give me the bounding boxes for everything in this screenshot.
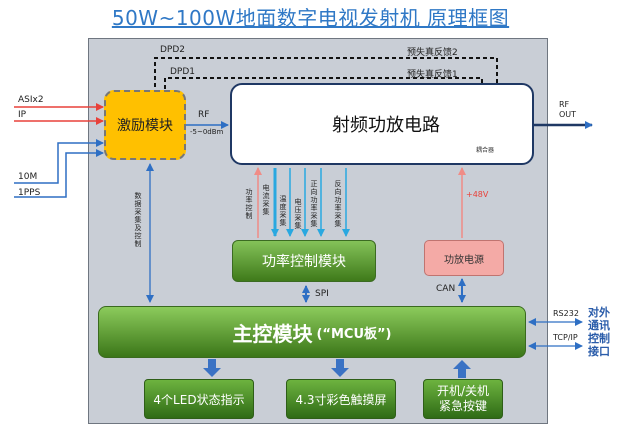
asi-label: ASIx2 [18,95,44,105]
rf-label: RF [198,110,210,120]
rf-level-label: -5~0dBm [190,128,224,136]
power-button-line1: 开机/关机 [436,384,490,398]
exciter-module: 激励模块 [104,90,186,160]
power-ctrl-signal-label: 功率控制 [245,188,253,220]
led-arrow [203,359,221,377]
page-title: 50W~100W地面数字电视发射机 原理框图 [111,6,510,30]
led-indicator-module: 4个LED状态指示 [144,379,254,419]
mcu-sub-label: (“MCU板”) [316,326,392,342]
dpd1-label: DPD1 [170,67,196,77]
fwd-power-sample-label: 正向功率采集 [310,180,318,228]
rev-power-sample-label: 反向功率采集 [334,180,342,228]
rf-amplifier-circuit: 射频功放电路 [230,83,534,165]
tcpip-label: TCP/IP [553,333,578,342]
external-interface-label: 对外 通讯 控制 接口 [588,306,610,358]
rf-out-label: RF OUT [559,100,577,119]
1pps-label: 1PPS [18,188,41,198]
spi-label: SPI [315,289,329,299]
10m-input-line [14,139,104,184]
temp-sample-label: 温度采集 [279,195,287,227]
touchscreen-module: 4.3寸彩色触摸屏 [286,379,396,419]
ip-label: IP [18,110,27,120]
dpd2-label: DPD2 [160,45,186,55]
10m-label: 10M [18,172,38,182]
current-sample-label: 电流采集 [262,184,270,216]
amp-power-supply: 功放电源 [424,240,504,276]
rs232-label: RS232 [553,309,579,318]
button-arrow [453,360,471,378]
touch-arrow [331,359,349,377]
v48-label: +48V [466,190,489,199]
1pps-input-line [14,149,104,198]
rf-amplifier-label: 射频功放电路 [332,115,440,136]
dpd2-loop [151,57,498,111]
power-button-line2: 紧急按键 [438,399,487,413]
predistort1-label: 预失真反馈1 [407,70,458,80]
power-control-module: 功率控制模块 [232,240,376,282]
power-button-module: 开机/关机 紧急按键 [423,379,503,419]
can-label: CAN [436,284,456,294]
mcu-main-module: 主控模块 (“MCU板”) [98,306,526,358]
mcu-main-label: 主控模块 [232,321,313,346]
voltage-sample-label: 电压采集 [294,198,302,230]
exciter-ctrl-label: 数据采集及控制 [134,192,142,248]
coupler-label: 耦合器 [476,147,495,154]
predistort2-label: 预失真反馈2 [407,48,458,58]
